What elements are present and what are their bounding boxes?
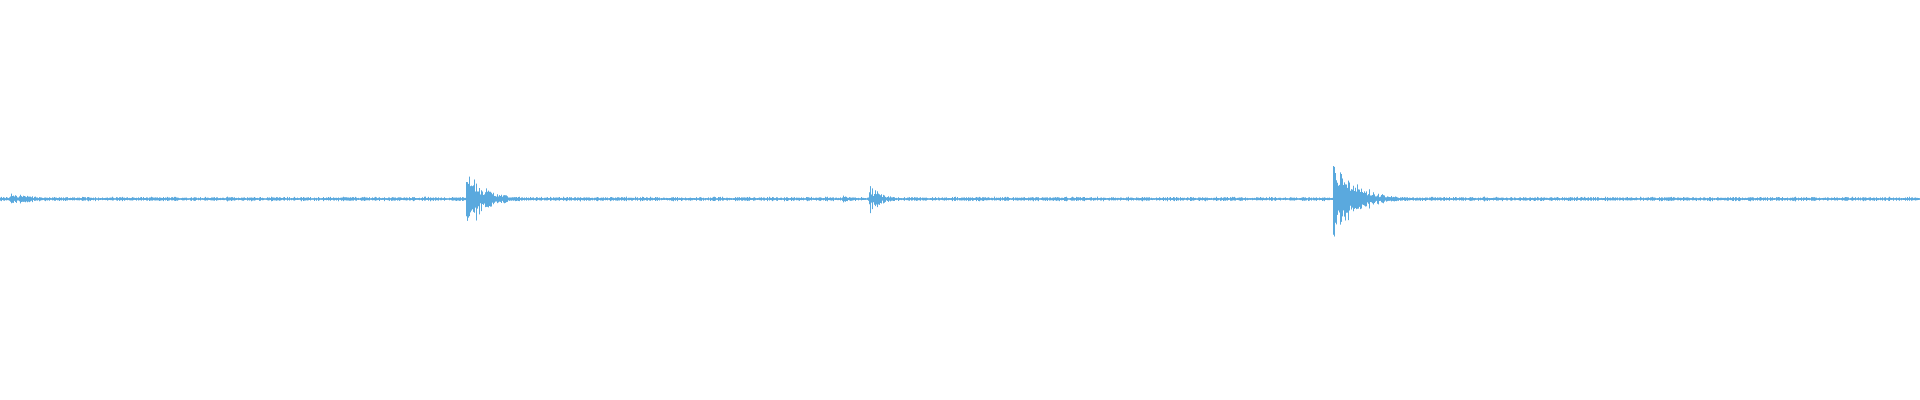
waveform-path <box>0 165 1920 237</box>
waveform-samples <box>0 165 1920 237</box>
